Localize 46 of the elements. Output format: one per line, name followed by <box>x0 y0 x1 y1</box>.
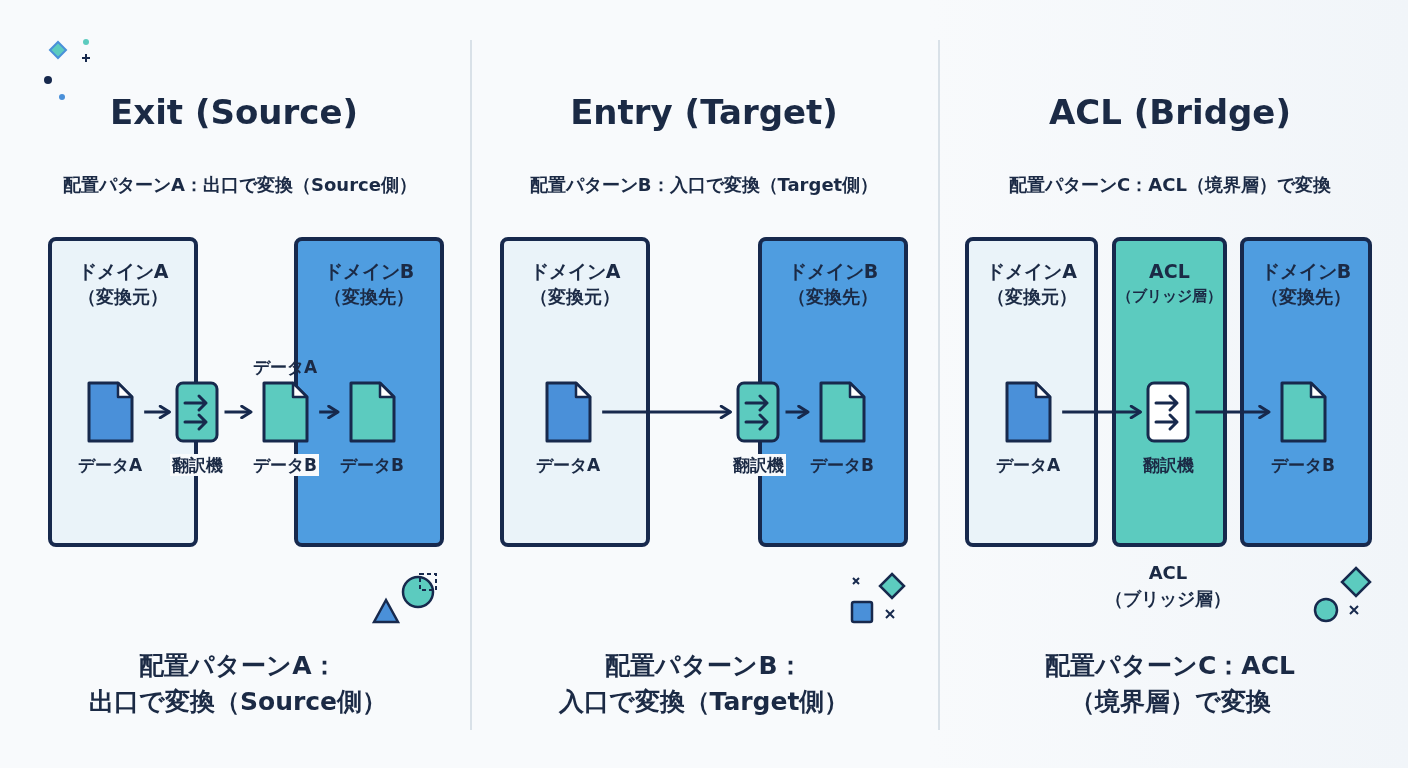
node-label: 翻訳機 <box>730 454 786 476</box>
node-label: 翻訳機 <box>169 454 225 476</box>
panel-subheading: （ブリッジ層） <box>1117 286 1222 307</box>
panel-subheading: （変換先） <box>1261 285 1351 309</box>
pattern-subtitle: 配置パターンB：入口で変換（Target側） <box>528 173 880 197</box>
arrow <box>1195 404 1271 420</box>
node-label: データA <box>995 454 1062 476</box>
panel-subheading: （変換元） <box>530 285 620 309</box>
arrow <box>224 404 253 420</box>
pattern-title: Exit (Source) <box>109 91 359 134</box>
arrow <box>1062 404 1142 420</box>
pattern-subtitle: 配置パターンC：ACL（境界層）で変換 <box>1008 173 1332 197</box>
arrow <box>144 404 171 420</box>
panel-heading: ドメインB <box>1260 259 1352 284</box>
panel-subheading: （変換元） <box>986 285 1077 309</box>
panel-subheading: （変換先） <box>788 285 878 309</box>
node-label: データA <box>535 454 602 476</box>
node-label: データB <box>809 454 875 476</box>
pattern-caption: 配置パターンB：入口で変換（Target側） <box>557 650 851 718</box>
domain-panel <box>500 237 650 547</box>
arrow <box>319 404 340 420</box>
panel-heading: ドメインA <box>529 259 621 284</box>
node-label: データA <box>77 454 144 476</box>
node-label: 翻訳機 <box>1141 454 1195 476</box>
domain-panel <box>1240 237 1372 547</box>
arrow <box>602 404 732 420</box>
pattern-caption: 配置パターンA：出口で変換（Source側） <box>87 650 389 718</box>
pattern-title: Entry (Target) <box>569 91 839 134</box>
pattern-subtitle: 配置パターンA：出口で変換（Source側） <box>62 173 418 197</box>
panel-heading: ドメインA <box>986 259 1077 284</box>
domain-panel <box>965 237 1098 547</box>
data-label: データA <box>252 356 319 378</box>
node-label: データB <box>1270 454 1336 476</box>
panel-subheading: （変換先） <box>324 285 414 309</box>
panel-heading: ドメインB <box>323 259 415 284</box>
node-label: データB <box>251 454 320 476</box>
node-label: データB <box>339 454 405 476</box>
domain-panel <box>1112 237 1227 547</box>
pattern-title: ACL (Bridge) <box>1048 91 1292 134</box>
panel-heading: ドメインA <box>77 259 169 284</box>
panel-subheading: （変換元） <box>78 285 168 309</box>
arrow <box>785 404 810 420</box>
layer-label: ACL（ブリッジ層） <box>1105 561 1231 611</box>
pattern-caption: 配置パターンC：ACL（境界層）で変換 <box>1044 650 1296 718</box>
panel-heading: ACL <box>1149 259 1190 284</box>
panel-heading: ドメインB <box>787 259 879 284</box>
